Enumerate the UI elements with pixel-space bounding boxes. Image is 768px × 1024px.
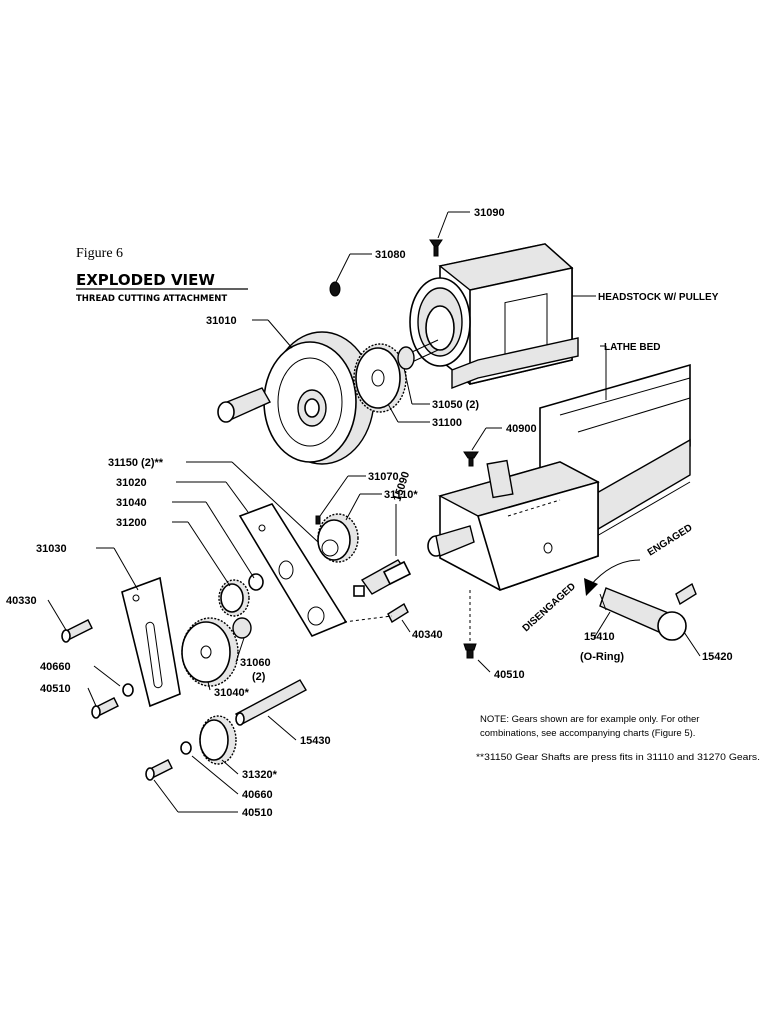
label-engaged: ENGAGED: [646, 522, 695, 558]
screw-31090: [429, 239, 443, 257]
gear-31040: [181, 617, 239, 687]
gear-31200: [218, 579, 250, 617]
figure-label: Figure 6: [76, 246, 123, 261]
label-31040-star: 31040*: [214, 687, 250, 699]
lathe-bed: [539, 363, 691, 541]
headstock: [409, 243, 579, 390]
gear-31100: [353, 343, 415, 413]
washer-40660: [122, 683, 134, 697]
label-31060: 31060: [240, 657, 271, 669]
label-40330: 40330: [6, 595, 37, 607]
label-31200: 31200: [116, 517, 147, 529]
label-o-ring: (O-Ring): [580, 651, 624, 663]
label-31060-qty: (2): [252, 671, 266, 683]
bushing-31060: [232, 617, 252, 639]
label-31100: 31100: [432, 417, 462, 429]
carriage-box: [427, 459, 600, 592]
label-31070: 31070: [368, 471, 399, 483]
gear-31110: [315, 513, 359, 563]
label-15410: 15410: [584, 631, 615, 643]
engage-arrow-head: [584, 578, 598, 596]
label-31030: 31030: [36, 543, 67, 555]
diagram-subtitle: THREAD CUTTING ATTACHMENT: [76, 294, 227, 304]
label-31080: 31080: [375, 249, 406, 261]
label-40340: 40340: [412, 629, 443, 641]
note-line-3: **31150 Gear Shafts are press fits in 31…: [476, 752, 760, 763]
label-40660-lower: 40660: [242, 789, 273, 801]
label-31150: 31150 (2)**: [108, 457, 164, 469]
label-lathe-bed: LATHE BED: [604, 342, 660, 353]
pin-31070: [315, 515, 321, 525]
washer-40660-lower: [180, 741, 192, 755]
handwheel: [217, 331, 375, 465]
lever-15090: [353, 559, 412, 597]
label-disengaged: DISENGAGED: [521, 581, 578, 634]
note-line-1: NOTE: Gears shown are for example only. …: [480, 714, 699, 725]
washer-31040-small: [248, 573, 264, 591]
label-31050: 31050 (2): [432, 399, 479, 411]
diagram-title: EXPLODED VIEW: [76, 271, 215, 289]
label-31040-top: 31040: [116, 497, 147, 509]
note-block: NOTE: Gears shown are for example only. …: [476, 714, 760, 763]
gear-31320: [199, 715, 237, 765]
label-31090: 31090: [474, 207, 505, 219]
note-line-2: combinations, see accompanying charts (F…: [480, 728, 695, 739]
label-31020: 31020: [116, 477, 147, 489]
label-31110: 31110*: [384, 489, 418, 501]
assembly-line: [343, 615, 393, 623]
shaft-15430: [235, 679, 307, 726]
label-31320: 31320*: [242, 769, 278, 781]
screw-40330: [61, 619, 93, 643]
handle-15420: [599, 582, 697, 641]
leader-lines: [47, 211, 701, 813]
bracket-31030: [121, 576, 181, 708]
label-15430: 15430: [300, 735, 331, 747]
label-40510-right: 40510: [494, 669, 525, 681]
screw-40510-right: [463, 643, 477, 659]
label-40660-top: 40660: [40, 661, 71, 673]
label-headstock: HEADSTOCK W/ PULLEY: [598, 292, 719, 303]
engage-arrow: [589, 559, 641, 587]
label-40510-lower: 40510: [242, 807, 273, 819]
screw-40900: [463, 451, 479, 467]
screw-40340: [387, 602, 409, 624]
label-15420: 15420: [702, 651, 733, 663]
setscrew-31080: [329, 281, 341, 297]
screw-40510-left: [91, 697, 119, 719]
screw-40510-lower: [145, 759, 173, 781]
label-31010: 31010: [206, 315, 237, 327]
label-40900: 40900: [506, 423, 537, 435]
label-40510-left: 40510: [40, 683, 71, 695]
